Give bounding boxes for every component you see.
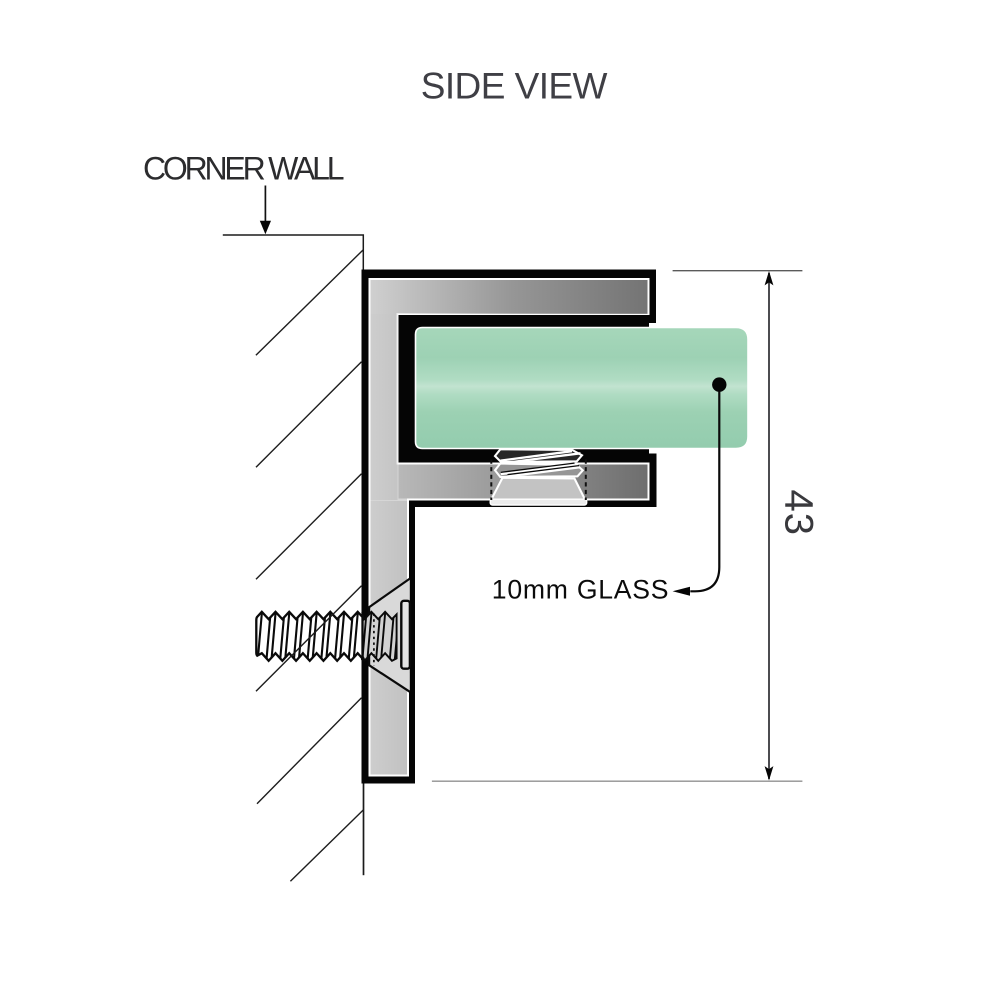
svg-text:10mm GLASS: 10mm GLASS (492, 575, 669, 605)
svg-text:43: 43 (777, 490, 821, 537)
svg-text:SIDE VIEW: SIDE VIEW (421, 66, 608, 107)
svg-text:CORNER WALL: CORNER WALL (143, 150, 344, 186)
